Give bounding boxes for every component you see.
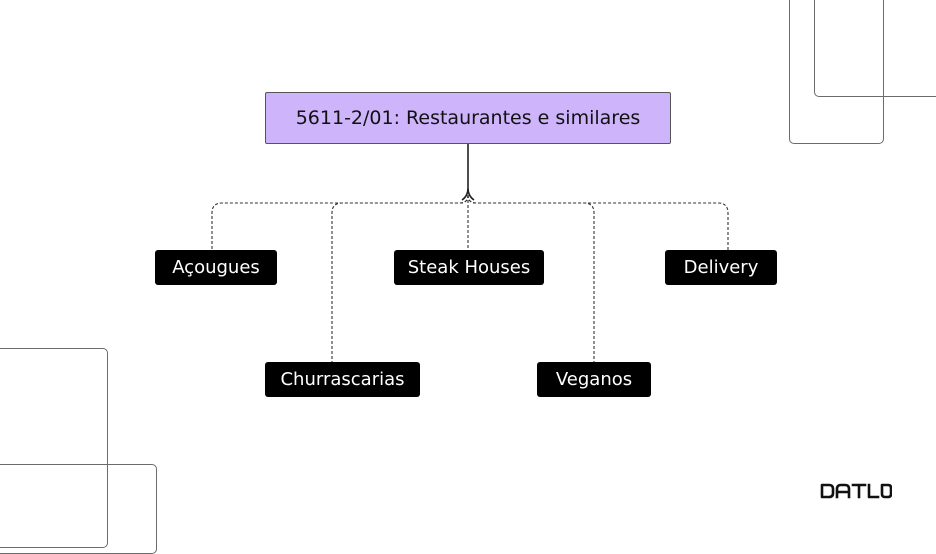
connector-trunk — [461, 144, 475, 201]
node-acougues[interactable]: Açougues — [155, 250, 277, 285]
connector-acougues — [211, 194, 469, 250]
node-veganos[interactable]: Veganos — [537, 362, 651, 397]
node-steak-houses-label: Steak Houses — [407, 257, 531, 278]
node-delivery[interactable]: Delivery — [665, 250, 777, 285]
brand-logo — [820, 483, 892, 499]
node-churrascarias[interactable]: Churrascarias — [265, 362, 420, 397]
connector-delivery — [467, 194, 729, 250]
node-steak-houses[interactable]: Steak Houses — [394, 250, 544, 285]
node-acougues-label: Açougues — [172, 257, 260, 278]
connector-lines — [211, 144, 729, 362]
node-veganos-label: Veganos — [555, 369, 633, 390]
root-node-label: 5611-2/01: Restaurantes e similares — [295, 107, 641, 129]
node-churrascarias-label: Churrascarias — [280, 369, 405, 390]
decor-frame-top-right-inner — [814, 0, 936, 97]
connector-churrascarias — [331, 194, 469, 362]
root-node[interactable]: 5611-2/01: Restaurantes e similares — [265, 92, 671, 144]
decor-frame-top-right-outer — [789, 0, 884, 144]
node-delivery-label: Delivery — [683, 257, 759, 278]
